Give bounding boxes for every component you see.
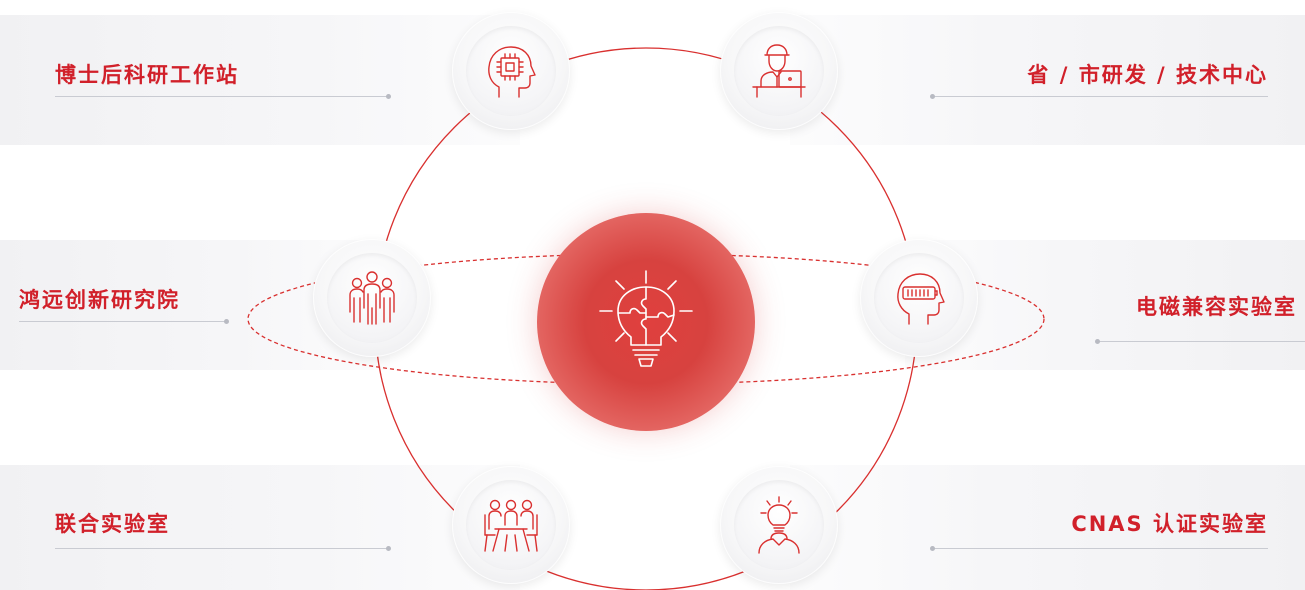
- node-cnas-lab: [720, 466, 838, 584]
- rule-dot-emc-lab: [1095, 339, 1100, 344]
- rule-dot-institute: [224, 319, 229, 324]
- rule-dot-postdoc: [386, 94, 391, 99]
- node-emc-lab: [860, 239, 978, 357]
- band-postdoc: [0, 15, 520, 145]
- band-rd-center: [790, 15, 1305, 145]
- rule-emc-lab: [1098, 341, 1305, 342]
- node-institute: [313, 239, 431, 357]
- label-postdoc: 博士后科研工作站: [55, 63, 239, 87]
- rule-institute: [19, 321, 226, 322]
- meeting-table-icon: [484, 499, 538, 552]
- label-institute: 鸿远创新研究院: [19, 288, 180, 312]
- center-core: [537, 213, 755, 431]
- label-joint-lab: 联合实验室: [55, 512, 170, 536]
- ai-chip-head-icon: [488, 46, 536, 98]
- engineer-laptop-icon: [752, 44, 806, 98]
- rule-rd-center: [933, 96, 1268, 97]
- head-battery-icon: [897, 273, 945, 325]
- band-joint-lab: [0, 465, 520, 590]
- label-cnas-lab: CNAS 认证实验室: [1071, 512, 1268, 536]
- rule-dot-cnas-lab: [930, 546, 935, 551]
- rule-dot-rd-center: [930, 94, 935, 99]
- label-rd-center: 省 / 市研发 / 技术中心: [1027, 63, 1268, 87]
- node-postdoc: [452, 12, 570, 130]
- rule-joint-lab: [55, 548, 388, 549]
- rule-dot-joint-lab: [386, 546, 391, 551]
- lightbulb-puzzle-icon: [599, 270, 693, 367]
- band-cnas-lab: [790, 465, 1305, 590]
- rule-cnas-lab: [933, 548, 1268, 549]
- node-joint-lab: [452, 466, 570, 584]
- node-rd-center: [720, 12, 838, 130]
- person-idea-icon: [758, 496, 800, 554]
- rule-postdoc: [55, 96, 388, 97]
- label-emc-lab: 电磁兼容实验室: [1136, 295, 1297, 319]
- team-people-icon: [349, 271, 395, 325]
- dashed-orbit-ellipse: [247, 253, 1045, 385]
